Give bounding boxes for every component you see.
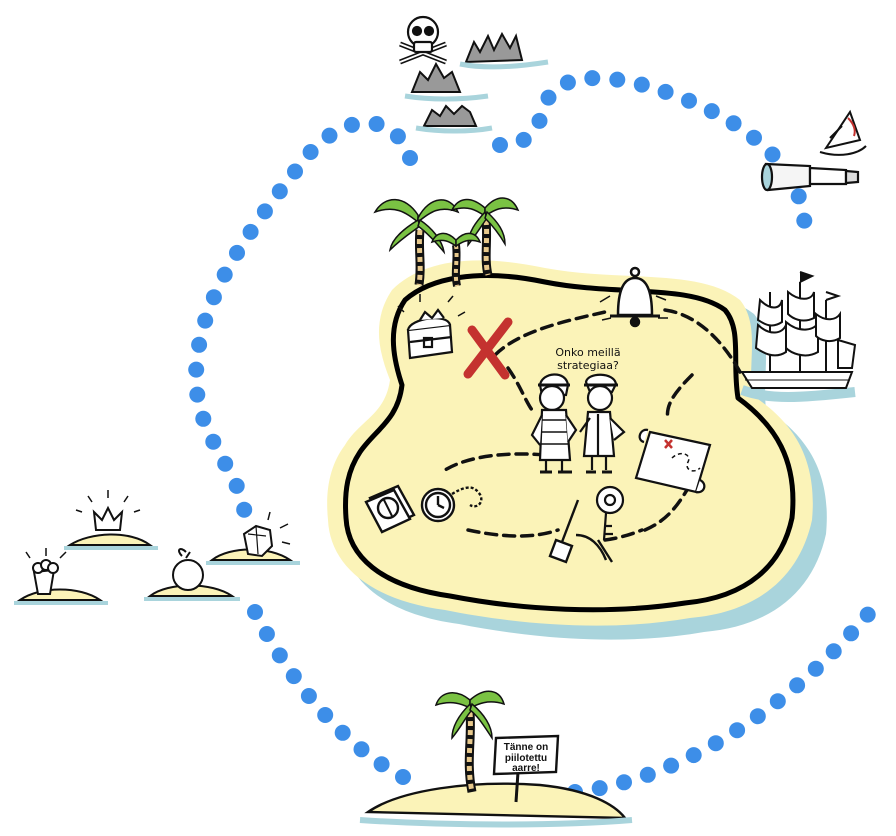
path-dot <box>285 668 302 685</box>
path-dot <box>729 722 746 739</box>
speech-bubble: Onko meillä strategiaa? <box>555 346 620 372</box>
bell-icon <box>599 266 668 328</box>
path-dot <box>531 112 548 129</box>
crown-icon <box>75 490 141 531</box>
path-dot <box>540 89 557 106</box>
path-dot <box>287 163 303 180</box>
path-dot <box>789 677 806 694</box>
path-dot <box>609 71 626 88</box>
treasure-trail <box>443 308 742 542</box>
path-dot <box>825 643 842 660</box>
path-dot <box>353 741 370 758</box>
compass-icon <box>364 484 416 534</box>
path-dot <box>216 266 233 283</box>
path-dot <box>189 386 206 403</box>
path-dot <box>271 183 288 200</box>
path-dot <box>616 774 632 791</box>
popcorn-icon <box>25 548 67 595</box>
path-dot <box>205 433 222 450</box>
path-dot <box>258 626 275 642</box>
path-dot <box>681 92 697 109</box>
path-dot <box>807 660 824 677</box>
path-dot <box>764 146 781 163</box>
shovel-pickaxe-icon <box>548 499 614 564</box>
path-dot <box>188 361 205 378</box>
path-dot <box>790 188 807 205</box>
apple-icon <box>172 548 204 591</box>
path-dot <box>368 116 385 132</box>
palm-tree-icon <box>373 198 460 286</box>
path-dot <box>559 74 576 91</box>
path-dot <box>746 129 762 146</box>
spyglass-icon <box>760 162 860 192</box>
path-dot <box>228 477 245 494</box>
path-dot <box>317 707 334 723</box>
path-dot <box>321 127 338 144</box>
path-dot <box>205 289 222 306</box>
path-dot <box>515 131 532 148</box>
path-dot <box>749 708 766 725</box>
path-dot <box>302 144 319 160</box>
path-dot <box>191 336 208 353</box>
sign-line3: aarre! <box>512 763 540 774</box>
path-dot <box>703 103 720 120</box>
pirate-ship-icon <box>740 271 857 402</box>
path-dot <box>389 128 406 145</box>
path-dot <box>859 606 876 623</box>
path-dot <box>402 150 418 166</box>
speech-bubble-line1: Onko meillä <box>555 346 620 359</box>
bottom-island <box>359 782 633 828</box>
path-dot <box>843 625 860 642</box>
path-dot <box>663 757 680 774</box>
treasure-chest-icon <box>397 294 466 360</box>
x-mark-icon <box>463 317 513 380</box>
path-dot <box>373 756 390 773</box>
palm-tree-icon <box>434 690 506 793</box>
skull-crossbones-icon <box>399 15 447 65</box>
pirate-characters-icon <box>530 373 626 474</box>
path-dot <box>591 780 608 797</box>
speech-bubble-line2: strategiaa? <box>557 359 619 372</box>
treasure-map-icon <box>634 428 712 494</box>
path-dot <box>584 70 601 87</box>
path-dot <box>343 116 360 133</box>
path-dot <box>242 223 259 240</box>
path-dot <box>633 76 650 93</box>
path-dot <box>685 747 702 764</box>
path-dot <box>217 455 234 472</box>
path-dot <box>657 83 674 100</box>
path-dot <box>236 501 253 518</box>
sign-line2: piilotettu <box>505 753 547 764</box>
palm-tree-icon <box>450 197 520 277</box>
palm-tree-icon <box>430 232 482 287</box>
pocket-watch-icon <box>420 486 483 523</box>
path-dot <box>492 137 508 153</box>
sign-line1: Tänne on <box>504 742 548 753</box>
small-island-crown <box>64 533 158 550</box>
path-dot <box>639 766 656 783</box>
path-dot <box>256 203 273 220</box>
path-dot <box>229 244 245 261</box>
path-dot <box>197 312 214 329</box>
gem-icon <box>242 511 291 558</box>
path-dot <box>707 735 724 752</box>
path-dot <box>395 769 411 785</box>
small-island-popcorn <box>14 588 108 605</box>
path-dot <box>334 724 351 741</box>
treasure-sign: Tänne on piilotettu aarre! <box>492 734 560 803</box>
path-dot <box>195 410 212 427</box>
path-dot <box>247 604 263 620</box>
sextant-icon <box>819 109 867 156</box>
path-dot <box>300 688 317 704</box>
path-dot <box>271 647 288 664</box>
path-dot <box>725 115 742 132</box>
path-dot <box>796 212 813 229</box>
key-icon <box>595 485 625 541</box>
rocks-icon <box>404 31 549 134</box>
path-dot <box>769 693 786 710</box>
